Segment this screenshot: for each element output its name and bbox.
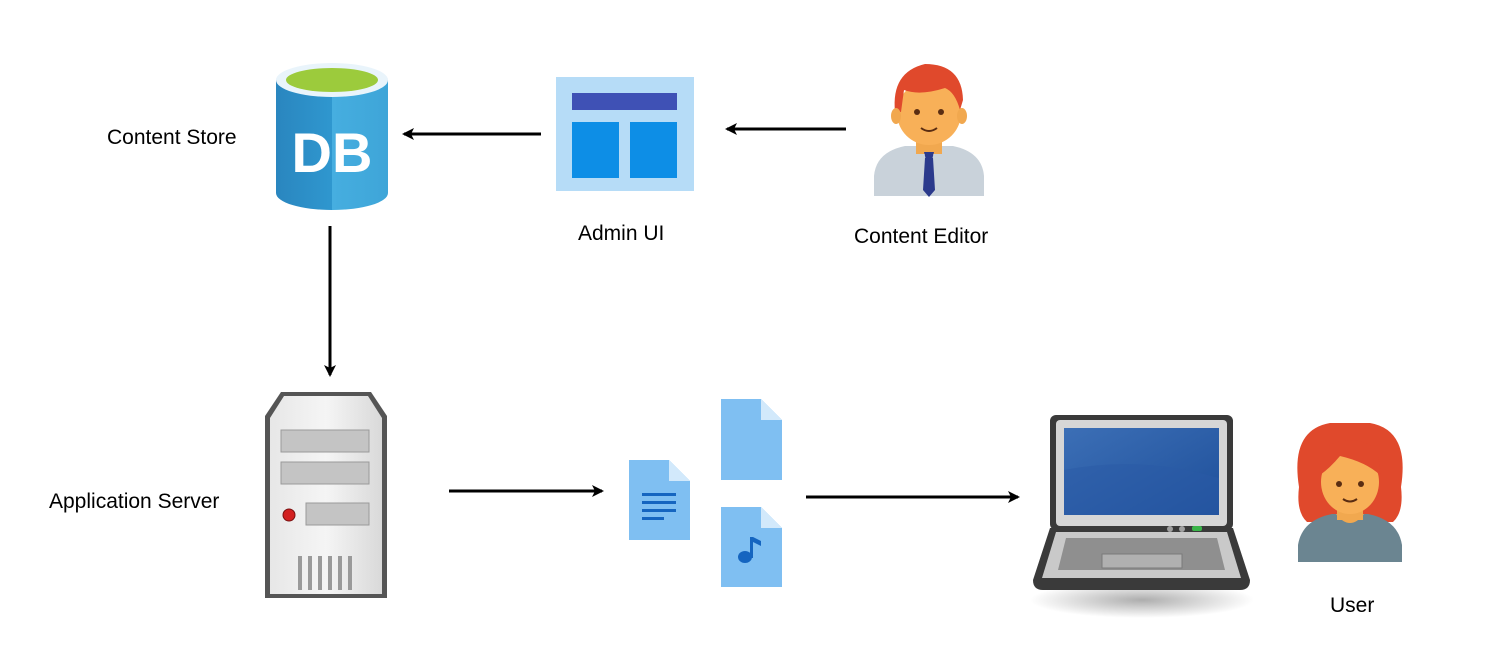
laptop-icon bbox=[1030, 415, 1254, 618]
female-person-icon bbox=[1297, 423, 1403, 562]
server-tower-icon bbox=[265, 392, 387, 598]
user-label: User bbox=[1330, 594, 1375, 617]
blank-document-icon bbox=[721, 399, 782, 480]
database-icon-text: DB bbox=[292, 121, 373, 184]
audio-document-icon bbox=[721, 507, 782, 587]
content-editor-label: Content Editor bbox=[854, 225, 989, 248]
admin-ui-label: Admin UI bbox=[578, 222, 665, 245]
content-store-label: Content Store bbox=[107, 126, 237, 149]
admin-ui-window-icon bbox=[556, 77, 694, 191]
application-server-label: Application Server bbox=[49, 490, 220, 513]
database-icon: DB bbox=[276, 63, 388, 210]
male-person-icon bbox=[874, 64, 984, 197]
edges bbox=[324, 123, 1020, 503]
text-document-icon bbox=[629, 460, 690, 540]
